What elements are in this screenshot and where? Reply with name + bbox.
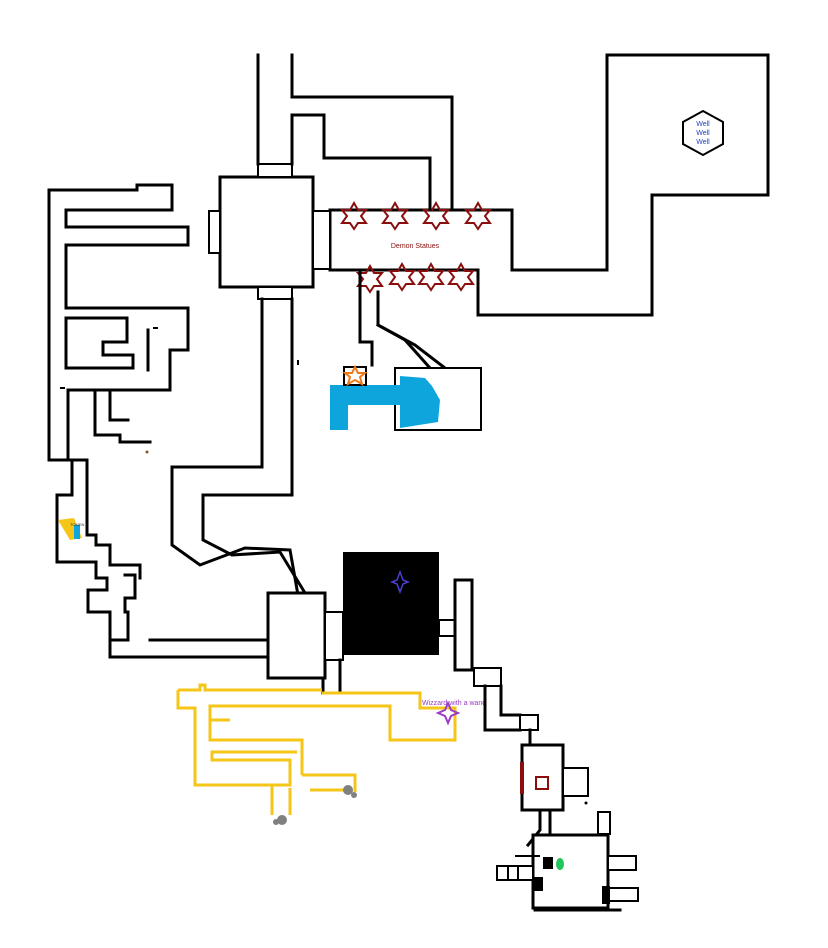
hexagon-well-icon: [682, 109, 724, 157]
four-point-star-icon: [389, 569, 411, 595]
corner-note: TOMEN: [70, 522, 84, 527]
red-door: [520, 762, 524, 794]
demon-statues-hall: Demon Statues: [328, 200, 514, 294]
water-pool: [330, 376, 440, 430]
wizard-label: Wizzard with a wand: [422, 700, 486, 707]
west-nook: TOMEN: [55, 493, 142, 642]
central-room: [208, 53, 454, 300]
rubble-icon: [343, 785, 353, 795]
well-label-2: Well: [696, 130, 710, 137]
six-point-star-icon: [380, 200, 410, 231]
water-marker: [74, 525, 80, 539]
green-marker: [556, 858, 564, 870]
west-maze: [47, 183, 190, 537]
portal-room: [343, 552, 502, 687]
demon-statues-label: Demon Statues: [391, 243, 440, 250]
four-point-star-icon: [435, 700, 461, 726]
south-corridor: [108, 297, 344, 695]
red-chest-icon: [535, 776, 549, 790]
six-point-star-icon: [421, 200, 451, 231]
six-point-star-icon: [355, 263, 385, 294]
six-point-star-icon: [387, 261, 417, 292]
well-room: Well Well Well: [476, 53, 770, 317]
southeast-tower: [483, 684, 639, 912]
pool-room: [297, 270, 482, 431]
well-label-3: Well: [696, 139, 710, 146]
golden-maze: Wizzard with a wand: [176, 683, 486, 825]
orange-star-icon: [342, 364, 368, 387]
rubble-icon: [277, 815, 287, 825]
six-point-star-icon: [416, 261, 446, 292]
six-point-star-icon: [446, 261, 476, 292]
well-label-1: Well: [696, 121, 710, 128]
six-point-star-icon: [463, 200, 493, 231]
six-point-star-icon: [339, 200, 369, 231]
